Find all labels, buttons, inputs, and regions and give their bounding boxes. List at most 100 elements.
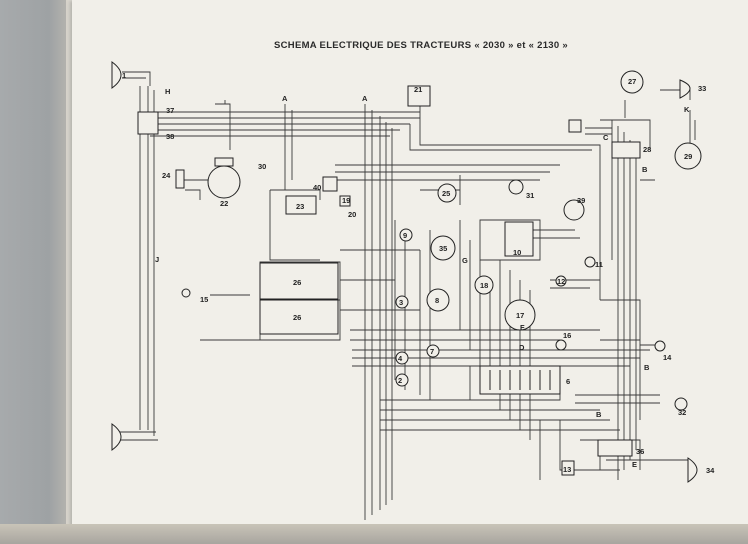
- component-8-body: [426, 288, 450, 312]
- label-letter-J: J: [155, 255, 159, 264]
- component-29-body: [674, 142, 702, 170]
- component-11-body: [584, 256, 596, 268]
- label-component-40: 40: [313, 183, 321, 192]
- component-22-body: [207, 165, 241, 199]
- label-letter-K: K: [684, 105, 690, 114]
- label-component-13: 13: [563, 465, 571, 474]
- component-39-body: [563, 199, 585, 221]
- label-component-35: 35: [439, 244, 447, 253]
- component-12-body: [568, 119, 582, 133]
- label-component-20: 20: [348, 210, 356, 219]
- label-component-16: 16: [563, 331, 571, 340]
- headlamp-bottom: [111, 423, 122, 451]
- label-component-8: 8: [435, 296, 439, 305]
- label-letter-F: F: [520, 323, 525, 332]
- label-component-25: 25: [442, 189, 450, 198]
- component-15-body: [181, 288, 191, 298]
- component-40-body: [322, 176, 338, 192]
- label-component-15: 15: [200, 295, 208, 304]
- component-34-body: [687, 457, 698, 483]
- label-letter-B2: B: [644, 363, 650, 372]
- label-component-29: 29: [684, 152, 692, 161]
- component-25-body: [437, 183, 457, 203]
- component-27-body: [620, 70, 644, 94]
- label-letter-E: E: [632, 460, 637, 469]
- component-16-body: [555, 339, 567, 351]
- label-component-36: 36: [636, 447, 644, 456]
- label-component-12: 12: [557, 277, 565, 286]
- label-component-39: 39: [577, 196, 585, 205]
- component-32-body: [674, 397, 688, 411]
- label-component-38: 38: [166, 132, 174, 141]
- component-31-body: [508, 179, 524, 195]
- label-letter-D: D: [519, 343, 525, 352]
- label-component-6: 6: [566, 377, 570, 386]
- fuse-dividers: [489, 370, 551, 390]
- label-component-37: 37: [166, 106, 174, 115]
- component-number-labels: 1 2 3 4 6 7 8 9 10 11 12 13 14 15 16 17 …: [122, 71, 715, 475]
- component-2-body: [395, 373, 409, 387]
- label-component-34: 34: [706, 466, 715, 475]
- component-14-body: [654, 340, 666, 352]
- component-26b-box: [259, 299, 339, 335]
- label-component-22: 22: [220, 199, 228, 208]
- label-component-31: 31: [526, 191, 534, 200]
- component-7-body: [426, 344, 440, 358]
- component-33-body: [679, 79, 691, 99]
- label-letter-A2: A: [362, 94, 368, 103]
- label-letter-B1: B: [642, 165, 648, 174]
- headlamp-top: [111, 61, 122, 89]
- label-component-17: 17: [516, 311, 524, 320]
- label-component-27: 27: [628, 77, 636, 86]
- component-4-body: [395, 351, 409, 365]
- component-12b-body: [555, 275, 567, 287]
- label-component-33: 33: [698, 84, 706, 93]
- label-component-3: 3: [399, 298, 403, 307]
- page-edge: [66, 0, 74, 530]
- label-component-9: 9: [403, 231, 407, 240]
- label-component-4: 4: [398, 354, 403, 363]
- component-13-body: [561, 460, 575, 476]
- component-26a-box: [259, 262, 339, 300]
- component-28-body: [611, 141, 641, 159]
- component-17-body: [504, 299, 536, 331]
- component-22-terminal: [214, 157, 234, 167]
- label-component-24: 24: [162, 171, 171, 180]
- label-component-2: 2: [398, 376, 402, 385]
- label-component-7: 7: [430, 347, 434, 356]
- component-36-body: [597, 439, 633, 457]
- label-letter-B3: B: [596, 410, 602, 419]
- label-letter-A1: A: [282, 94, 288, 103]
- label-component-18: 18: [480, 281, 488, 290]
- diagram-title: SCHEMA ELECTRIQUE DES TRACTEURS « 2030 »…: [274, 40, 568, 51]
- background-left: [0, 0, 70, 544]
- label-component-30: 30: [258, 162, 266, 171]
- component-35-body: [430, 235, 456, 261]
- background-bottom: [0, 524, 748, 544]
- letter-labels: H A A J K C B B B D E G F: [155, 87, 690, 469]
- component-symbols: [111, 61, 702, 483]
- label-letter-C: C: [603, 133, 609, 142]
- label-component-32: 32: [678, 408, 686, 417]
- label-component-19: 19: [342, 196, 350, 205]
- component-20-body: [339, 195, 351, 207]
- component-23-body: [285, 195, 317, 215]
- label-component-26a: 26: [293, 278, 301, 287]
- label-component-10: 10: [513, 248, 521, 257]
- component-21-body: [407, 85, 431, 107]
- component-18-body: [474, 275, 494, 295]
- label-component-26b: 26: [293, 313, 301, 322]
- label-component-11: 11: [595, 260, 603, 269]
- component-3-body: [395, 295, 409, 309]
- label-component-21: 21: [414, 85, 422, 94]
- label-component-23: 23: [296, 202, 304, 211]
- connector-37-38: [137, 111, 159, 135]
- label-letter-G: G: [462, 256, 468, 265]
- component-10-body: [504, 221, 534, 257]
- component-9-body: [399, 228, 413, 242]
- component-24-body: [175, 169, 185, 189]
- label-component-28: 28: [643, 145, 651, 154]
- label-component-1: 1: [122, 71, 126, 80]
- label-component-14: 14: [663, 353, 672, 362]
